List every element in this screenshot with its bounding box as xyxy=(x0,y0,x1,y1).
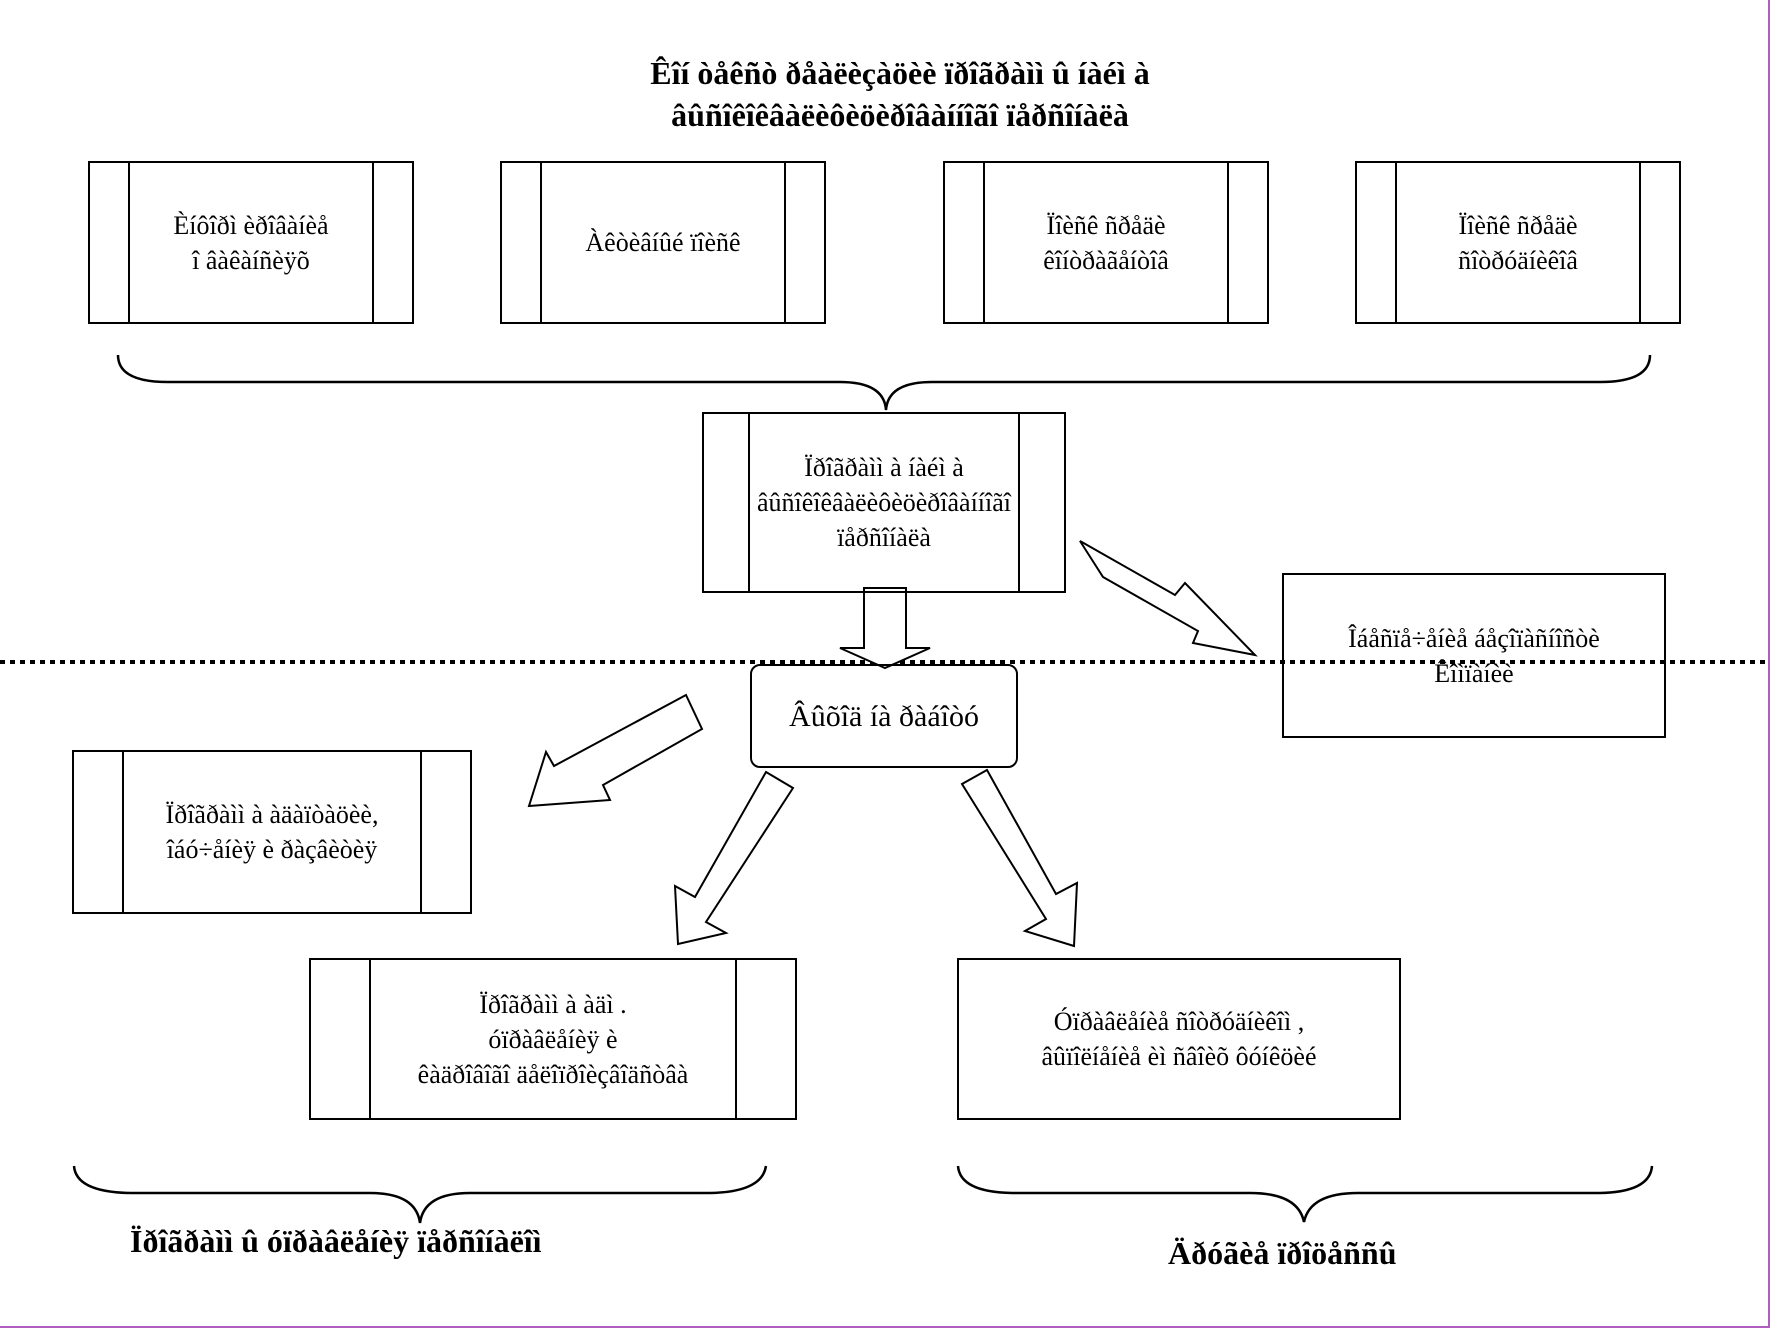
arrow-upleft xyxy=(527,693,704,808)
page-border-right xyxy=(1768,0,1770,1328)
box-start-work: Âûõîä íà ðàáîòó xyxy=(750,664,1018,768)
box-adaptation-training-label: Ïðîãðàìì à àäàïòàöèè, îáó÷åíèÿ è ðàçâèòè… xyxy=(165,800,379,864)
box-active-search: Àêòèâíûé ïîèñê xyxy=(500,161,826,324)
box-security-label: Îáåñïå÷åíèå áåçîïàñíîñòè Êîìïàíèè xyxy=(1348,624,1600,688)
bottom-brace-left xyxy=(72,1165,768,1224)
box-contractor-search-label: Ïîèñê ñðåäè êîíòðàãåíòîâ xyxy=(1043,210,1169,275)
box-employee-search-label: Ïîèñê ñðåäè ñîòðóäíèêîâ xyxy=(1458,210,1578,275)
top-brace xyxy=(116,354,1652,411)
box-vacancy-information-label: Èíôîðì èðîâàíèå î âàêàíñèÿõ xyxy=(173,210,329,275)
box-administration-program: Ïðîãðàìì à àäì . óïðàâëåíèÿ è êàäðîâîãî … xyxy=(309,958,797,1120)
caption-other-processes: Äðóãèå ïðîöåññû xyxy=(1168,1235,1397,1271)
box-contractor-search: Ïîèñê ñðåäè êîíòðàãåíòîâ xyxy=(943,161,1269,324)
box-employee-management-label: Óïðàâëåíèå ñîòðóäíèêîì , âûïîëíåíèå èì ñ… xyxy=(1041,1007,1317,1071)
box-adaptation-training: Ïðîãðàìì à àäàïòàöèè, îáó÷åíèÿ è ðàçâèòè… xyxy=(72,750,472,914)
page-border-bottom xyxy=(0,1326,1770,1328)
box-employee-search: Ïîèñê ñðåäè ñîòðóäíèêîâ xyxy=(1355,161,1681,324)
box-hiring-program: Ïðîãðàìì à íàéì à âûñîêîêâàëèôèöèðîâàííî… xyxy=(702,412,1066,593)
box-employee-management: Óïðàâëåíèå ñîòðóäíèêîì , âûïîëíåíèå èì ñ… xyxy=(957,958,1401,1120)
box-administration-program-label: Ïðîãðàìì à àäì . óïðàâëåíèÿ è êàäðîâîãî … xyxy=(417,989,689,1089)
arrow-downright xyxy=(960,768,1079,948)
box-hiring-program-label: Ïðîãðàìì à íàéì à âûñîêîêâàëèôèöèðîâàííî… xyxy=(756,453,1012,552)
box-security: Îáåñïå÷åíèå áåçîïàñíîñòè Êîìïàíèè xyxy=(1282,573,1666,738)
arrow-down xyxy=(839,587,931,670)
arrow-right xyxy=(1079,540,1258,657)
box-start-work-label: Âûõîä íà ðàáîòó xyxy=(789,699,979,733)
caption-hr-programs: Ïðîãðàìì û óïðàâëåíèÿ ïåðñîíàëîì xyxy=(130,1223,542,1259)
diagram-title: Êîí òåêñò ðåàëèçàöèè ïðîãðàìì û íàéì à â… xyxy=(650,55,1150,133)
box-vacancy-information: Èíôîðì èðîâàíèå î âàêàíñèÿõ xyxy=(88,161,414,324)
arrow-downleft xyxy=(673,770,795,946)
box-active-search-label: Àêòèâíûé ïîèñê xyxy=(585,228,741,257)
bottom-brace-right xyxy=(956,1165,1654,1223)
